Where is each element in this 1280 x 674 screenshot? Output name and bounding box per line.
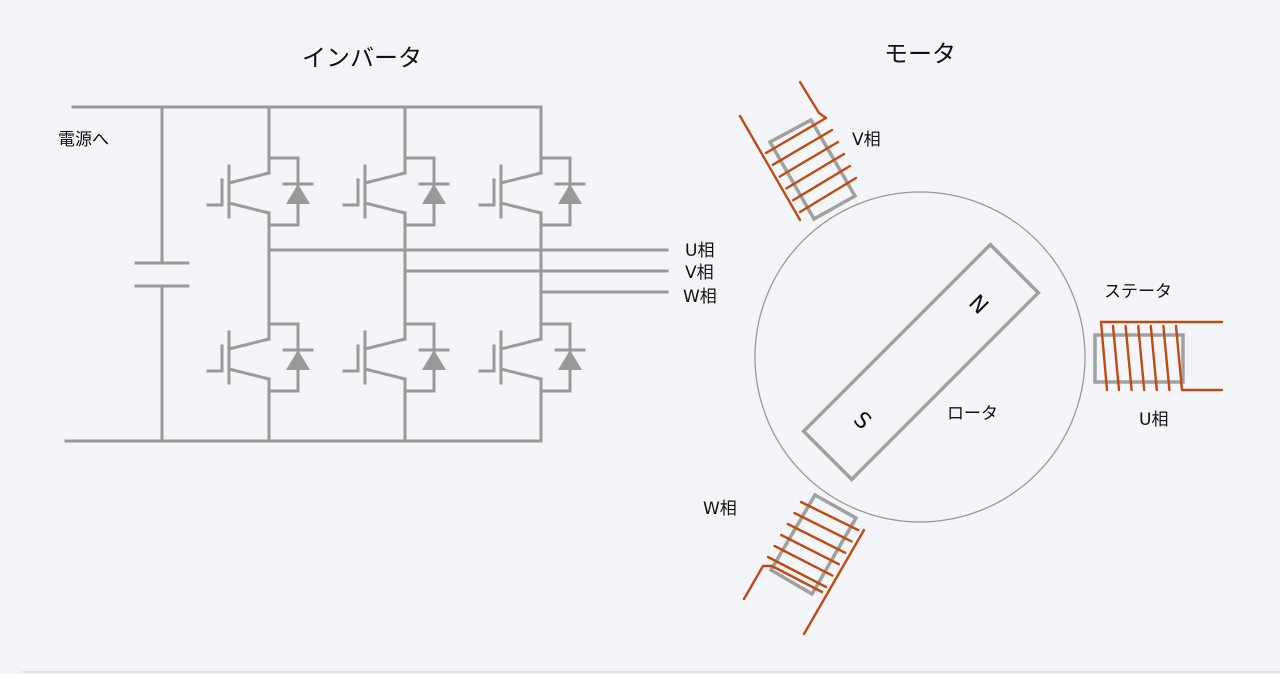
v-coil-winding [785, 152, 846, 190]
inverter-leg [206, 105, 314, 443]
igbt-gate-lead [206, 178, 224, 207]
stator-label: ステータ [1104, 282, 1172, 302]
v-coil-lead-top [798, 80, 821, 115]
motor-title: モータ [884, 40, 956, 68]
igbt-emitter-diagonal [363, 367, 407, 381]
igbt-collector-diagonal [499, 171, 543, 185]
igbt-collector-diagonal [227, 171, 271, 185]
diode-triangle-icon [422, 350, 446, 370]
lower-igbt-switch [478, 322, 586, 393]
u-coil-winding [1136, 324, 1146, 392]
diode-triangle-icon [558, 350, 582, 370]
v-phase-output-label: V相 [685, 263, 714, 283]
inverter-legs [206, 105, 586, 443]
rotor-magnet: N S [801, 242, 1041, 482]
w-coil-lead-right [802, 528, 866, 636]
upper-igbt-switch [478, 156, 586, 227]
inverter-leg [478, 105, 586, 443]
igbt-gate-lead [478, 344, 496, 373]
upper-igbt-switch [206, 156, 314, 227]
igbt-emitter-diagonal [363, 201, 407, 215]
igbt-collector-diagonal [499, 337, 543, 351]
v-coil-winding [764, 116, 828, 155]
upper-igbt-switch [342, 156, 450, 227]
dc-link-capacitor [134, 105, 190, 443]
rotor-bar [801, 242, 1041, 482]
inverter-leg [342, 105, 450, 443]
diode-triangle-icon [558, 184, 582, 204]
v-coil-joint [817, 111, 828, 120]
u-coil-winding [1162, 324, 1171, 392]
phase-output-lines [267, 248, 669, 294]
u-coil-label: U相 [1139, 410, 1168, 430]
diode-triangle-icon [286, 184, 310, 204]
w-coil-winding [773, 544, 834, 577]
igbt-collector-diagonal [363, 171, 407, 185]
v-phase-coil [738, 80, 858, 222]
igbt-emitter-diagonal [499, 201, 543, 215]
diode-triangle-icon [422, 184, 446, 204]
w-coil-label: W相 [703, 499, 737, 519]
v-coil-winding [792, 164, 852, 202]
u-phase-coil [1093, 320, 1224, 392]
w-coil-winding [799, 500, 860, 532]
igbt-emitter-diagonal [499, 367, 543, 381]
inverter-title: インバータ [302, 44, 422, 72]
u-coil-lead-top [1099, 320, 1224, 392]
u-phase-output-label: U相 [685, 241, 714, 261]
igbt-gate-lead [206, 344, 224, 373]
v-coil-winding [771, 128, 834, 167]
dc-bus [64, 105, 543, 443]
w-coil-winding [780, 533, 840, 566]
igbt-collector-diagonal [227, 337, 271, 351]
v-coil-label: V相 [852, 130, 881, 150]
w-coil-lead-left [742, 564, 774, 601]
w-coil-winding [786, 522, 847, 554]
power-supply-label: 電源へ [58, 130, 109, 150]
w-coil-winding [766, 555, 828, 589]
v-coil-core [767, 117, 858, 222]
u-coil-winding [1124, 324, 1133, 392]
w-coil-core [768, 492, 859, 597]
igbt-gate-lead [342, 344, 360, 373]
v-coil-winding [798, 176, 858, 214]
w-phase-output-label: W相 [683, 287, 717, 307]
w-phase-coil [742, 492, 866, 636]
igbt-emitter-diagonal [227, 367, 271, 381]
rotor-label: ロータ [947, 404, 998, 424]
u-coil-winding [1174, 324, 1184, 392]
lower-igbt-switch [342, 322, 450, 393]
north-pole-label: N [965, 288, 994, 317]
south-pole-label: S [848, 407, 876, 435]
diode-triangle-icon [286, 350, 310, 370]
v-coil-winding [778, 140, 840, 178]
igbt-gate-lead [342, 178, 360, 207]
igbt-emitter-diagonal [227, 201, 271, 215]
igbt-collector-diagonal [363, 337, 407, 351]
v-coil-lead-left [738, 114, 802, 222]
stator-housing [754, 191, 1086, 523]
bottom-divider [22, 671, 1280, 673]
u-coil-winding [1149, 324, 1159, 392]
u-coil-winding [1111, 324, 1121, 392]
w-coil-winding [793, 511, 853, 543]
igbt-gate-lead [478, 178, 496, 207]
lower-igbt-switch [206, 322, 314, 393]
w-coil-winding [770, 564, 824, 594]
